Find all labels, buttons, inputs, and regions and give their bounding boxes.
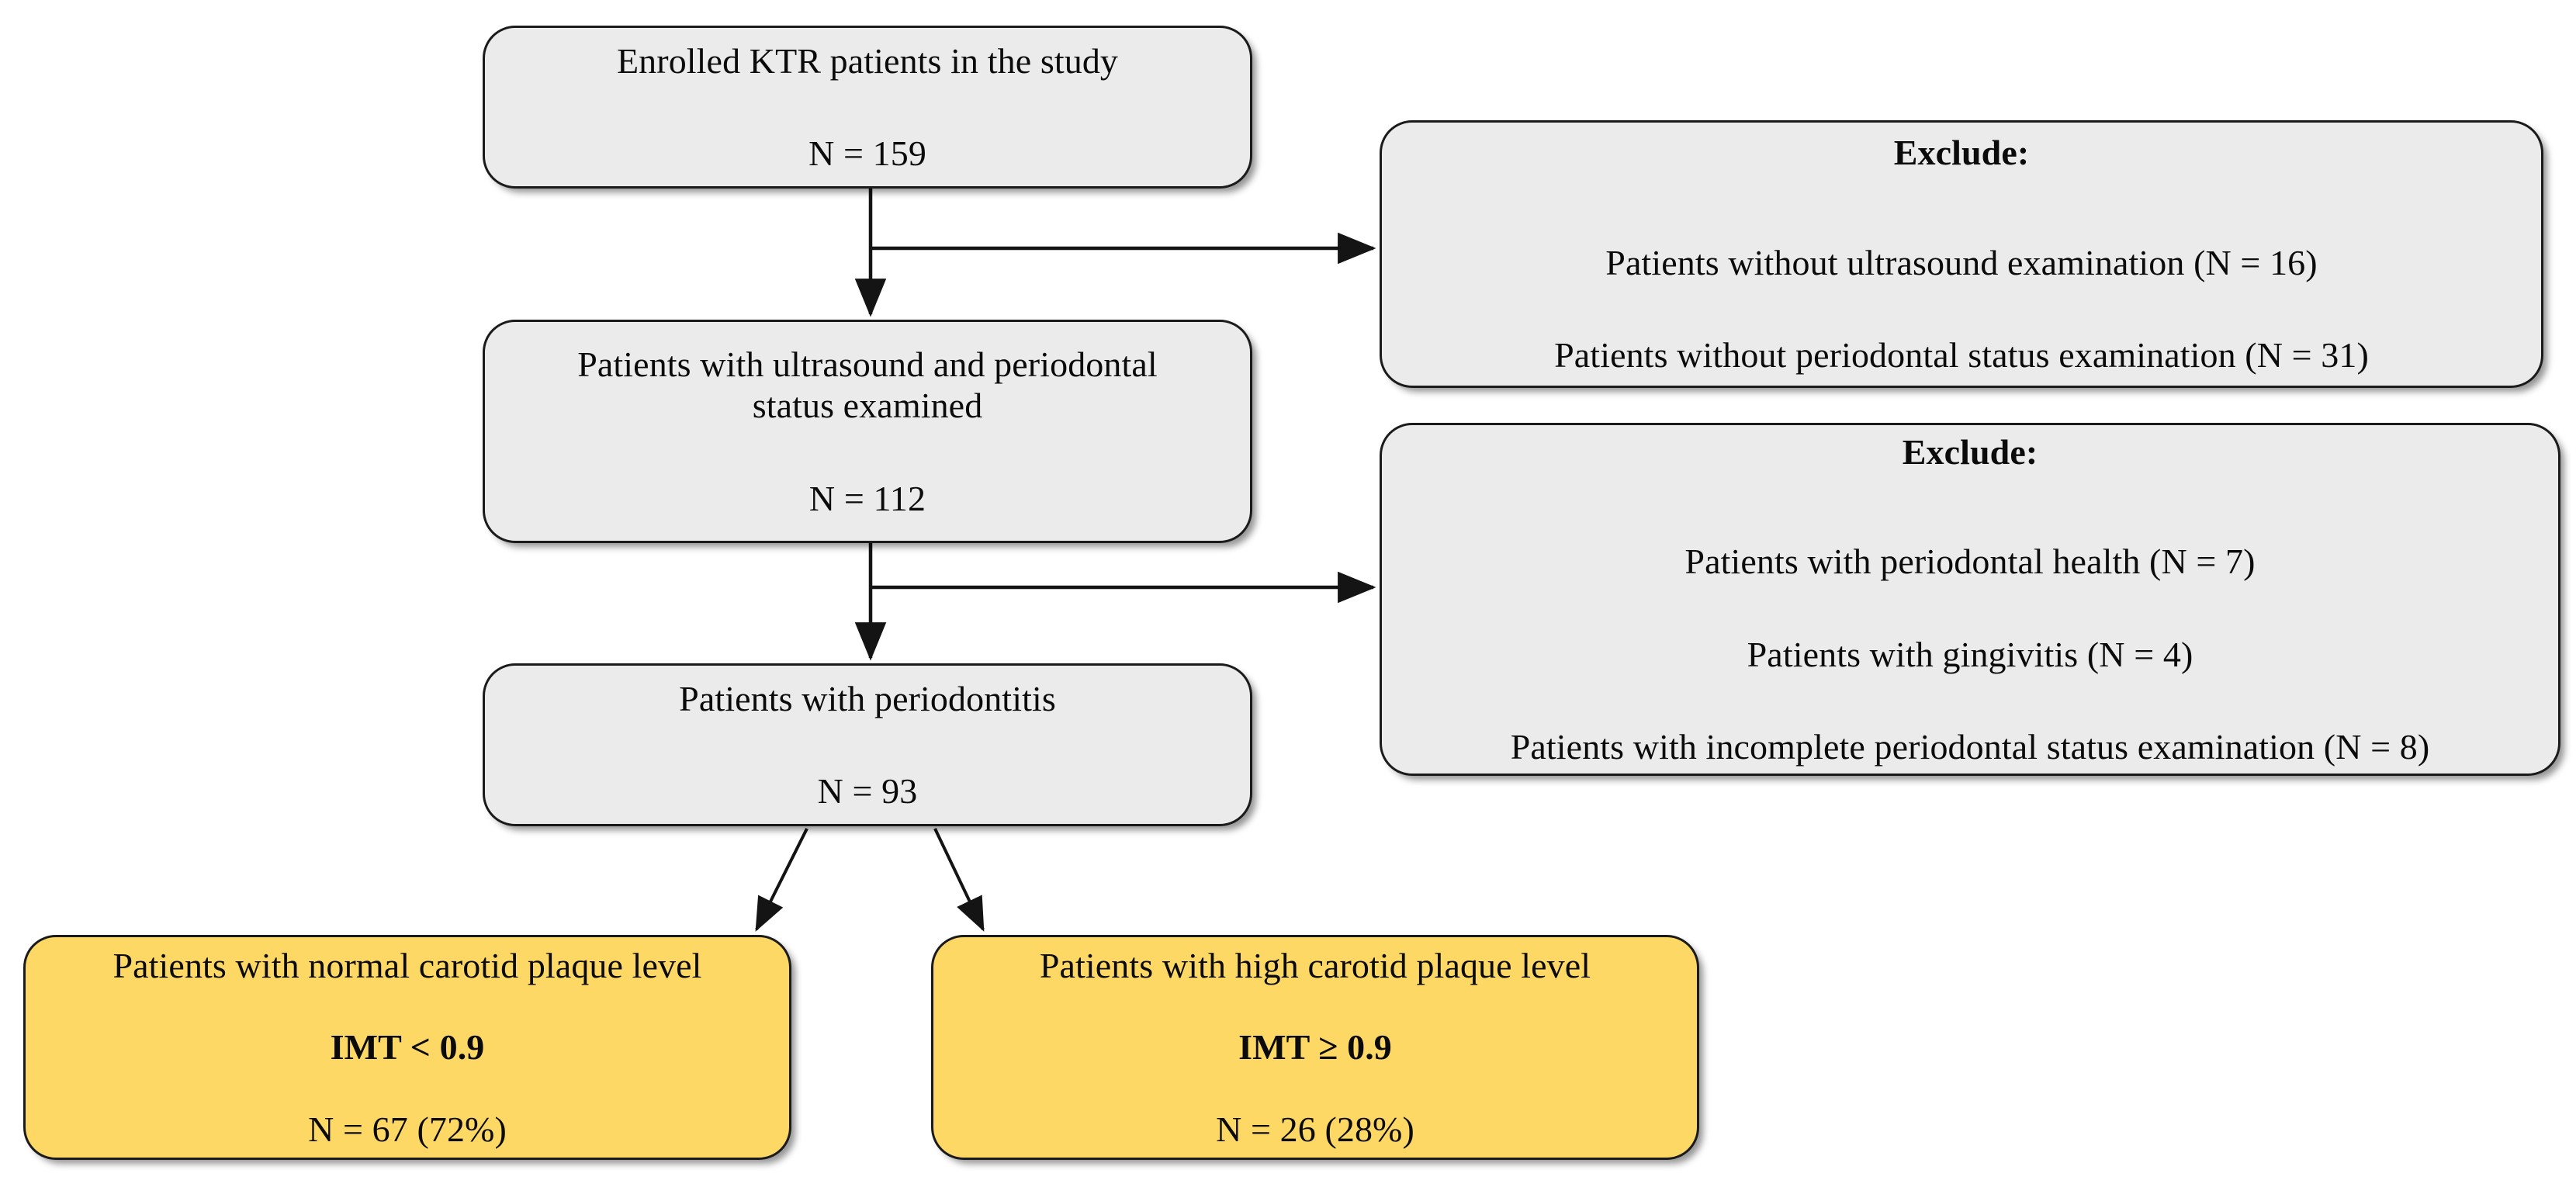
node-high-imt-count: N = 26 (28%) [1216, 1109, 1414, 1149]
node-examined-label-line-1: Patients with ultrasound and periodontal [577, 344, 1158, 384]
node-exclude-first-reason-2: Patients without periodontal status exam… [1554, 335, 2369, 376]
node-exclude-second-reason-1: Patients with periodontal health (N = 7) [1684, 542, 2256, 582]
connector-periodontitis-to-normal-imt [755, 828, 808, 932]
node-exclude-second-heading: Exclude: [1902, 431, 2038, 472]
node-periodontitis-count: N = 93 [817, 771, 918, 811]
node-normal-carotid-plaque[interactable]: Patients with normal carotid plaque leve… [23, 935, 791, 1160]
node-normal-imt-label: Patients with normal carotid plaque leve… [113, 945, 702, 985]
node-examined-count: N = 112 [808, 478, 926, 518]
node-exclude-second-reason-2: Patients with gingivitis (N = 4) [1747, 634, 2193, 674]
node-high-carotid-plaque[interactable]: Patients with high carotid plaque level … [931, 935, 1699, 1160]
node-patients-with-periodontitis[interactable]: Patients with periodontitis N = 93 [483, 663, 1252, 826]
node-normal-imt-count: N = 67 (72%) [308, 1109, 507, 1149]
node-high-imt-label: Patients with high carotid plaque level [1039, 945, 1591, 985]
node-enrolled-patients[interactable]: Enrolled KTR patients in the study N = 1… [483, 26, 1252, 189]
node-exclude-first[interactable]: Exclude: Patients without ultrasound exa… [1380, 120, 2543, 388]
connector-periodontitis-to-high-imt [933, 828, 985, 932]
node-enrolled-label: Enrolled KTR patients in the study [616, 40, 1119, 81]
node-exclude-first-reason-1: Patients without ultrasound examination … [1605, 242, 2318, 282]
node-exclude-first-heading: Exclude: [1893, 133, 2030, 173]
node-high-imt-criterion: IMT ≥ 0.9 [1238, 1027, 1392, 1068]
node-periodontitis-label: Patients with periodontitis [679, 678, 1056, 718]
node-exclude-second-reason-3: Patients with incomplete periodontal sta… [1510, 726, 2430, 767]
node-examined-label-line-2: status examined [752, 386, 983, 426]
node-ultrasound-periodontal-examined[interactable]: Patients with ultrasound and periodontal… [483, 320, 1252, 543]
node-exclude-second[interactable]: Exclude: Patients with periodontal healt… [1380, 423, 2560, 776]
node-normal-imt-criterion: IMT < 0.9 [330, 1027, 485, 1068]
node-enrolled-count: N = 159 [808, 133, 926, 173]
